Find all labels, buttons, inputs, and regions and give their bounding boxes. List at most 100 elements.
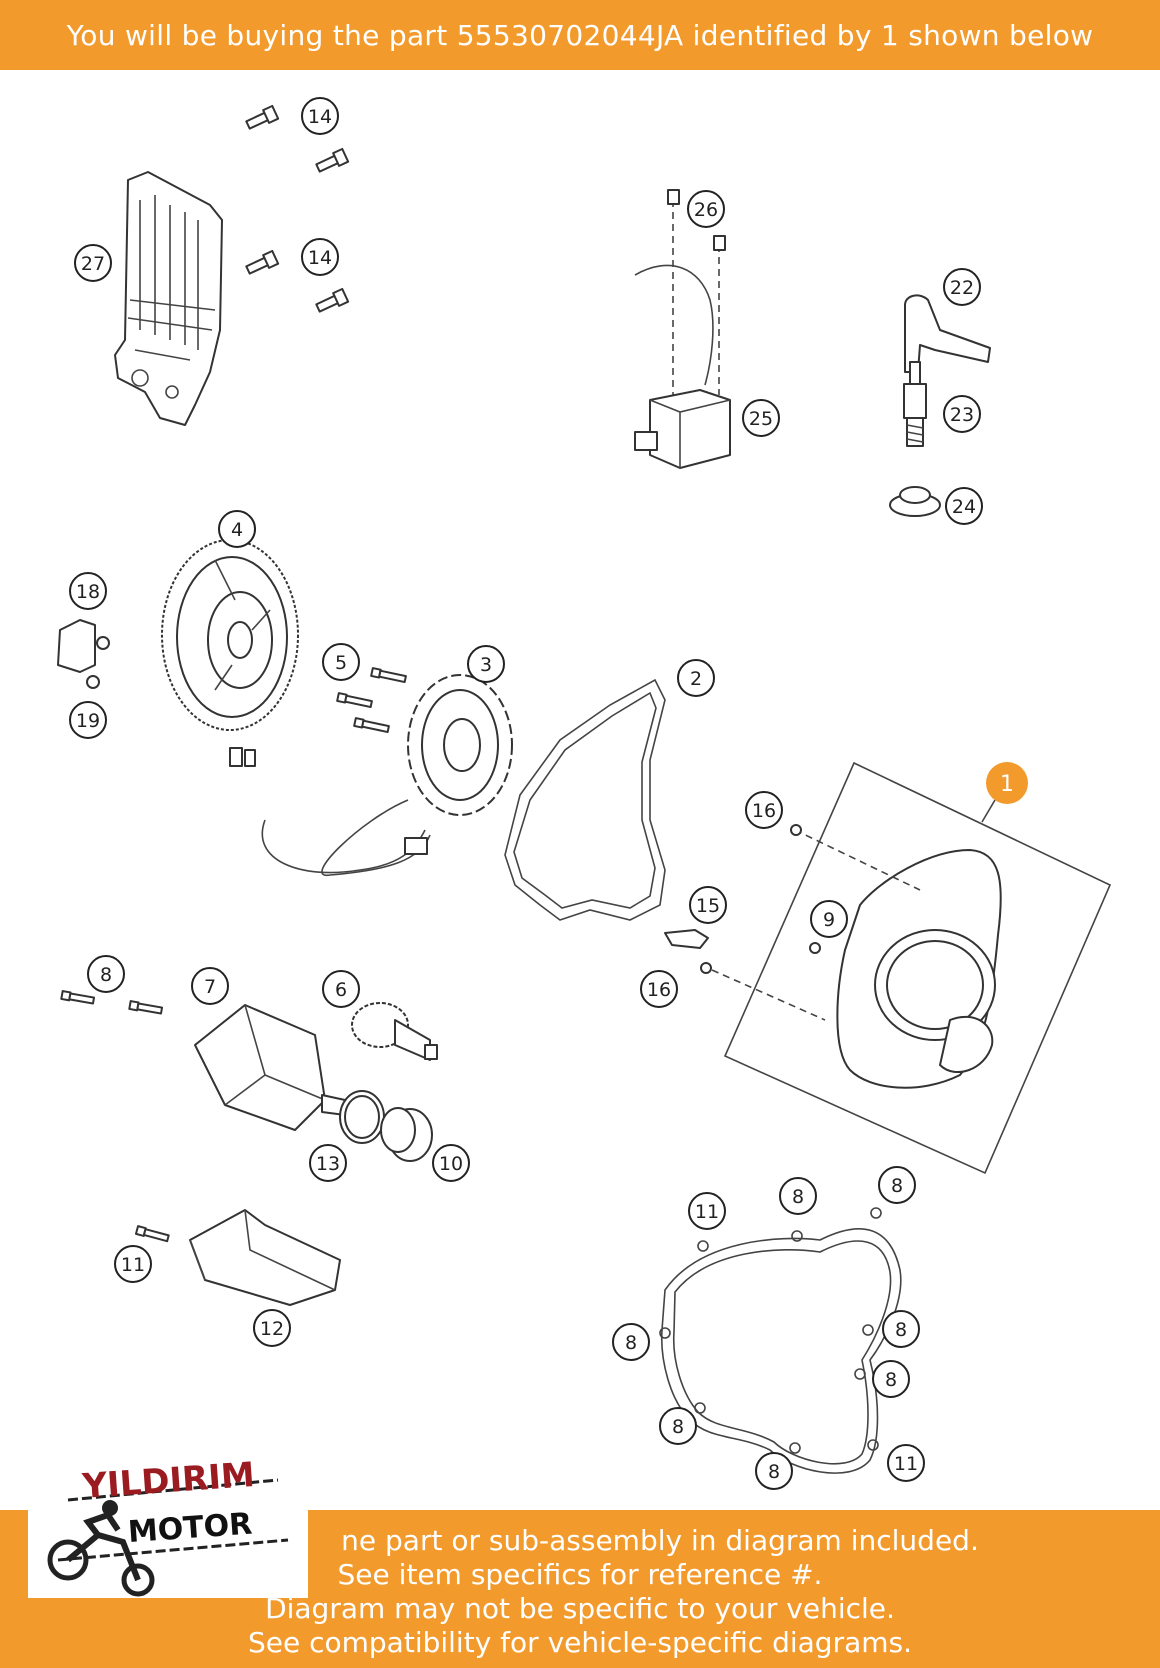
banner-text: You will be buying the part 55530702044J… <box>66 18 1094 52</box>
callout-label: 23 <box>950 404 974 426</box>
part-22-plug-cap <box>904 294 991 373</box>
callout-label: 14 <box>308 247 332 269</box>
callout-15[interactable]: 15 <box>689 886 727 924</box>
callout-label: 15 <box>696 895 720 917</box>
callout-8a[interactable]: 8 <box>87 955 125 993</box>
part-27-regulator-plate <box>114 171 223 426</box>
yildirim-motor-logo: YILDIRIM MOTOR <box>28 1430 308 1598</box>
part-10-bushing <box>380 1107 433 1162</box>
callout-label: 8 <box>625 1332 637 1354</box>
callout-11a[interactable]: 11 <box>688 1192 726 1230</box>
part-24-washer <box>889 486 941 517</box>
callout-label: 7 <box>204 976 216 998</box>
callout-14a[interactable]: 14 <box>301 97 339 135</box>
callout-25[interactable]: 25 <box>742 399 780 437</box>
part-6-gear <box>351 1002 438 1061</box>
logo-line-1: YILDIRIM <box>80 1455 256 1507</box>
parts-diagram: 14 14 27 26 22 25 23 24 4 18 5 3 2 19 1 … <box>57 97 1112 1490</box>
callout-6[interactable]: 6 <box>322 970 360 1008</box>
callout-label: 8 <box>792 1186 804 1208</box>
callout-8c[interactable]: 8 <box>878 1166 916 1204</box>
note-line-3: Diagram may not be specific to your vehi… <box>265 1592 895 1625</box>
callout-5[interactable]: 5 <box>322 643 360 681</box>
callout-label: 12 <box>260 1318 284 1340</box>
callout-label: 8 <box>895 1319 907 1341</box>
callout-9[interactable]: 9 <box>810 900 848 938</box>
callout-16a[interactable]: 16 <box>745 791 783 829</box>
motorbike-icon <box>47 1500 155 1597</box>
callout-label: 8 <box>768 1461 780 1483</box>
callout-label: 8 <box>885 1369 897 1391</box>
callout-18[interactable]: 18 <box>69 572 107 610</box>
callout-label: 4 <box>231 519 243 541</box>
callout-label: 2 <box>690 668 702 690</box>
part-4-flywheel <box>161 539 299 731</box>
callout-12[interactable]: 12 <box>253 1309 291 1347</box>
callout-label: 3 <box>480 654 492 676</box>
callout-label: 9 <box>823 909 835 931</box>
top-banner: You will be buying the part 55530702044J… <box>0 0 1160 70</box>
callout-label: 26 <box>694 199 718 221</box>
callout-label: 1 <box>1000 772 1014 797</box>
part-8-starter-bolts <box>60 990 164 1015</box>
callout-label: 24 <box>952 496 976 518</box>
part-25-ignition-coil <box>634 189 731 469</box>
part-7-starter-motor <box>194 1004 346 1131</box>
callout-14b[interactable]: 14 <box>301 238 339 276</box>
callout-label: 8 <box>672 1416 684 1438</box>
callout-label: 11 <box>894 1453 918 1475</box>
callout-2[interactable]: 2 <box>677 659 715 697</box>
note-line-2: See item specifics for reference #. <box>337 1558 823 1591</box>
callout-22[interactable]: 22 <box>943 268 981 306</box>
part-23-spark-plug <box>903 361 927 447</box>
part-3-stator <box>229 674 513 876</box>
logo-line-2: MOTOR <box>127 1507 254 1551</box>
callout-8g[interactable]: 8 <box>659 1407 697 1445</box>
callout-label: 14 <box>308 106 332 128</box>
callout-10[interactable]: 10 <box>432 1144 470 1182</box>
note-line-4: See compatibility for vehicle-specific d… <box>247 1626 912 1659</box>
part-2-gasket <box>504 678 666 921</box>
callout-label: 16 <box>752 800 776 822</box>
callout-8h[interactable]: 8 <box>755 1452 793 1490</box>
callout-3[interactable]: 3 <box>467 645 505 683</box>
callout-label: 13 <box>316 1153 340 1175</box>
part-13-o-ring <box>339 1090 385 1144</box>
callout-label: 19 <box>76 710 100 732</box>
callout-label: 5 <box>335 652 347 674</box>
callout-11b[interactable]: 11 <box>114 1245 152 1283</box>
callout-label: 8 <box>891 1175 903 1197</box>
part-15-bracket <box>664 929 709 949</box>
callout-label: 11 <box>695 1201 719 1223</box>
callout-27[interactable]: 27 <box>74 244 112 282</box>
callout-label: 16 <box>647 979 671 1001</box>
callout-label: 10 <box>439 1153 463 1175</box>
callout-8b[interactable]: 8 <box>779 1177 817 1215</box>
callout-1[interactable]: 1 <box>986 762 1028 804</box>
callout-13[interactable]: 13 <box>309 1144 347 1182</box>
callout-label: 8 <box>100 964 112 986</box>
part-1-ignition-cover <box>700 761 1112 1175</box>
callout-label: 25 <box>749 408 773 430</box>
callout-8e[interactable]: 8 <box>882 1310 920 1348</box>
callout-8f[interactable]: 8 <box>872 1360 910 1398</box>
callout-26[interactable]: 26 <box>687 190 725 228</box>
part-18-sensor <box>57 619 110 689</box>
callout-24[interactable]: 24 <box>945 487 983 525</box>
part-14-bolts <box>245 104 350 313</box>
notes: ne part or sub-assembly in diagram inclu… <box>0 1524 1160 1660</box>
callout-7[interactable]: 7 <box>191 967 229 1005</box>
callout-8d[interactable]: 8 <box>612 1323 650 1361</box>
part-12-guard <box>189 1209 341 1306</box>
callout-label: 27 <box>81 253 105 275</box>
part-5-bolts <box>336 667 407 734</box>
callout-4[interactable]: 4 <box>218 510 256 548</box>
callout-label: 18 <box>76 581 100 603</box>
note-line-1: ne part or sub-assembly in diagram inclu… <box>341 1524 979 1557</box>
callout-label: 6 <box>335 979 347 1001</box>
callout-23[interactable]: 23 <box>943 395 981 433</box>
callout-19[interactable]: 19 <box>69 701 107 739</box>
callout-16b[interactable]: 16 <box>640 970 678 1008</box>
callout-label: 22 <box>950 277 974 299</box>
callout-11c[interactable]: 11 <box>887 1444 925 1482</box>
